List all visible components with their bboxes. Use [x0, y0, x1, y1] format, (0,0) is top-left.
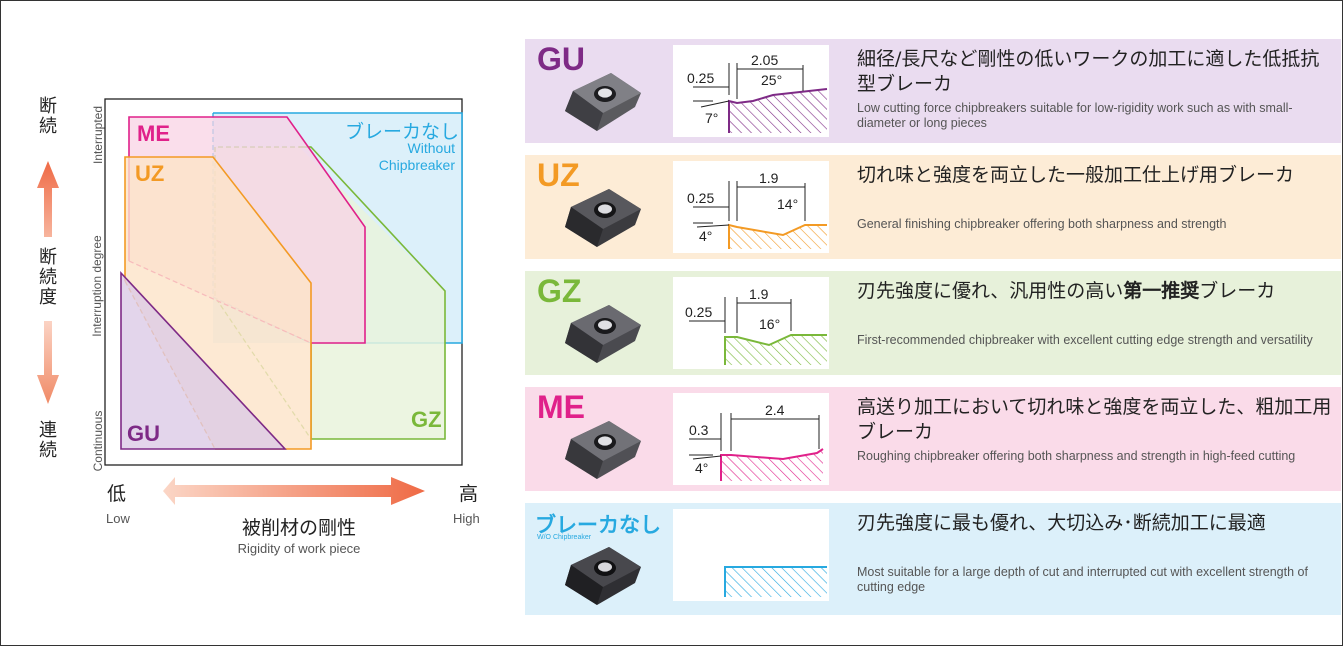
breaker-code-wo: ブレーカなし — [535, 513, 661, 537]
dim-gz-rake: 16° — [759, 316, 780, 332]
breaker-code-gu: GU — [537, 41, 585, 77]
region-label-wo-en2: Chipbreaker — [378, 157, 455, 173]
breaker-desc-jp-gz: 刃先強度に優れ、汎用性の高い第一推奨ブレーカ — [857, 279, 1337, 304]
breaker-row-gz: GZ 0.25 1.9 — [525, 271, 1341, 375]
y-axis-mid-jp: 断続度 — [39, 247, 57, 308]
region-label-uz: UZ — [135, 161, 165, 186]
breaker-row-gu: GU — [525, 39, 1341, 143]
dim-gu-land-angle: 7° — [705, 110, 718, 126]
breaker-desc-jp-uz: 切れ味と強度を両立した一般加工仕上げ用ブレーカ — [857, 164, 1295, 186]
x-axis-title-en: Rigidity of work piece — [237, 541, 361, 556]
x-axis-title-jp: 被削材の剛性 — [241, 517, 356, 539]
profile-me: 0.3 2.4 4° — [673, 393, 829, 485]
dim-gu-land: 0.25 — [687, 70, 714, 86]
arrow-right-icon — [163, 477, 425, 505]
dim-uz-land: 0.25 — [687, 190, 714, 206]
region-label-wo-en1: Without — [407, 140, 455, 156]
breaker-desc-jp-gz-pre: 刃先強度に優れ、汎用性の高い — [857, 280, 1124, 302]
insert-gu-icon — [565, 73, 641, 131]
breaker-sub-wo: W/O Chipbreaker — [537, 534, 592, 541]
y-axis-bottom-jp: 連続 — [39, 420, 57, 461]
x-axis-low-jp: 低 — [107, 483, 127, 505]
breaker-row-wo: ブレーカなし W/O Chipbreaker 刃先強度に最も優れ、大切込み･断続… — [525, 503, 1341, 615]
region-me-outline — [128, 116, 366, 344]
insert-me-icon — [565, 421, 641, 479]
arrow-up-icon — [37, 161, 59, 237]
dim-me-land-angle: 4° — [695, 460, 708, 476]
region-label-wo: ブレーカなし — [345, 121, 460, 143]
application-map: 断続 断続度 連続 Interrupted Interruption degre… — [1, 1, 521, 647]
breaker-desc-en-uz: General finishing chipbreaker offering b… — [857, 217, 1227, 231]
dim-me-land: 0.3 — [689, 422, 709, 438]
dim-uz-land-angle: 4° — [699, 228, 712, 244]
breaker-desc-en-me: Roughing chipbreaker offering both sharp… — [857, 449, 1296, 463]
insert-uz-icon — [565, 189, 641, 247]
insert-wo-icon — [565, 547, 641, 605]
x-axis-high-en: High — [453, 511, 480, 526]
breaker-desc-jp-wo: 刃先強度に最も優れ、大切込み･断続加工に最適 — [857, 512, 1266, 534]
dim-gu-rake: 25° — [761, 72, 782, 88]
breaker-desc-jp-gz-bold: 第一推奨 — [1123, 280, 1200, 302]
profile-uz: 0.25 1.9 14° 4° — [673, 161, 829, 253]
breaker-desc-en-gz: First-recommended chipbreaker with excel… — [857, 333, 1313, 347]
breaker-desc-jp-me: 高送り加工において切れ味と強度を両立した、粗加工用ブレーカ — [857, 396, 1332, 443]
diagram-svg — [37, 98, 463, 505]
insert-gz-icon — [565, 305, 641, 363]
breaker-desc-en-wo: Most suitable for a large depth of cut a… — [857, 565, 1308, 594]
region-uz-outline — [124, 156, 312, 450]
profile-gz: 0.25 1.9 16° — [673, 277, 829, 369]
breaker-desc-jp-gz-post: ブレーカ — [1199, 280, 1276, 302]
dim-gz-land: 0.25 — [685, 304, 712, 320]
breaker-code-me: ME — [537, 389, 585, 425]
dim-me-width: 2.4 — [765, 402, 785, 418]
breaker-code-gz: GZ — [537, 273, 582, 309]
region-label-gz: GZ — [411, 407, 442, 432]
breaker-row-uz: UZ — [525, 155, 1341, 259]
x-axis-low-en: Low — [106, 511, 130, 526]
region-label-gu: GU — [127, 421, 160, 446]
breaker-desc-en-gu: Low cutting force chipbreakers suitable … — [857, 101, 1293, 130]
profile-gu: 0.25 2.05 25° 7° — [673, 45, 829, 137]
breaker-desc-jp-gu: 細径/長尺など剛性の低いワークの加工に適した低抵抗型ブレーカ — [857, 48, 1320, 95]
breaker-row-me: ME — [525, 387, 1341, 491]
profile-wo — [673, 509, 829, 601]
arrow-down-icon — [37, 321, 59, 404]
region-label-me: ME — [137, 121, 170, 146]
region-uz-fill — [125, 157, 311, 449]
dim-uz-rake: 14° — [777, 196, 798, 212]
dim-gu-width: 2.05 — [751, 52, 778, 68]
breaker-code-uz: UZ — [537, 157, 580, 193]
dim-gz-width: 1.9 — [749, 286, 769, 302]
region-gu-outline — [120, 270, 287, 450]
x-axis-high-jp: 高 — [459, 483, 479, 505]
dim-uz-width: 1.9 — [759, 170, 779, 186]
y-axis-top-jp: 断続 — [39, 96, 57, 137]
